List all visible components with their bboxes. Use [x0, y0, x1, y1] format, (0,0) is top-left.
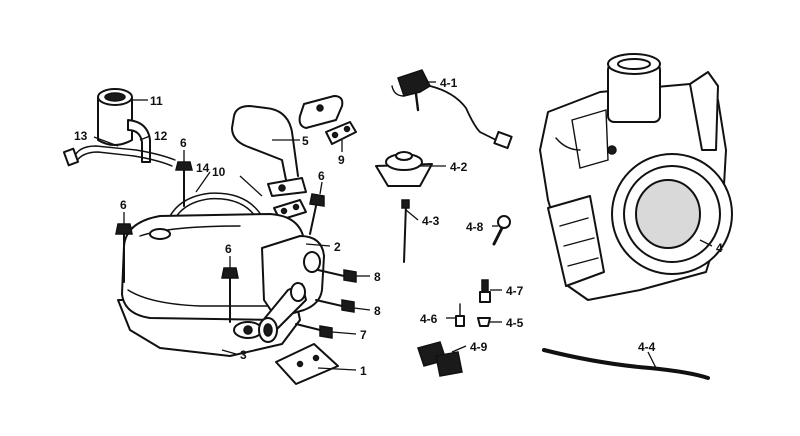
- part-1-plate: [275, 343, 339, 385]
- callout-3: 3: [240, 348, 247, 362]
- part-2-thermostat-housing: [258, 235, 325, 343]
- part-4-4-hose: [542, 348, 710, 380]
- part-3-head-cover: [117, 213, 307, 357]
- part-4-5-jet: [477, 317, 491, 327]
- bolt-6-c: [221, 267, 239, 323]
- part-4-9-float: [417, 341, 463, 377]
- callout-11: 11: [150, 94, 163, 108]
- callout-13: 13: [74, 129, 88, 143]
- part-13-breather-hose: [62, 145, 176, 167]
- part-5-bracket-tube: [231, 95, 344, 197]
- callout-2: 2: [334, 240, 341, 254]
- bolt-6-d: [309, 193, 325, 235]
- callout-6-b: 6: [120, 198, 127, 212]
- part-4-1-sensor: [391, 69, 513, 150]
- part-4-7-jet: [479, 279, 491, 303]
- part-4-8-screw: [492, 215, 511, 246]
- bolt-6-b: [115, 223, 133, 283]
- callout-4-5: 4-5: [506, 316, 524, 330]
- callout-4-4: 4-4: [638, 340, 656, 354]
- callout-4-1: 4-1: [440, 76, 458, 90]
- leader-lines: [93, 81, 713, 371]
- bolt-7: [295, 323, 333, 339]
- callout-4-7: 4-7: [506, 284, 524, 298]
- callout-14: 14: [196, 161, 210, 175]
- bolt-6-a: [175, 161, 193, 207]
- callout-4-8: 4-8: [466, 220, 484, 234]
- part-9-gasket: [325, 121, 357, 145]
- callout-12: 12: [154, 129, 168, 143]
- bolt-8-b: [315, 299, 355, 313]
- part-4-2-cover: [375, 151, 433, 187]
- callout-4-2: 4-2: [450, 160, 468, 174]
- callout-10: 10: [212, 165, 226, 179]
- callout-8-a: 8: [374, 270, 381, 284]
- callout-4-3: 4-3: [422, 214, 440, 228]
- callout-6-a: 6: [180, 136, 187, 150]
- callout-8-b: 8: [374, 304, 381, 318]
- bolt-8-a: [317, 269, 357, 283]
- callout-9: 9: [338, 153, 345, 167]
- part-4-6-jet: [455, 303, 465, 327]
- part-4-3-needle: [401, 199, 410, 263]
- callout-7: 7: [360, 328, 367, 342]
- callout-4-9: 4-9: [470, 340, 488, 354]
- callout-4-6: 4-6: [420, 312, 438, 326]
- callout-6-c: 6: [225, 242, 232, 256]
- part-4-carburetor: [539, 53, 733, 301]
- callout-5: 5: [302, 134, 309, 148]
- callout-6-d: 6: [318, 169, 325, 183]
- callout-1: 1: [360, 364, 367, 378]
- callout-4: 4: [716, 241, 723, 255]
